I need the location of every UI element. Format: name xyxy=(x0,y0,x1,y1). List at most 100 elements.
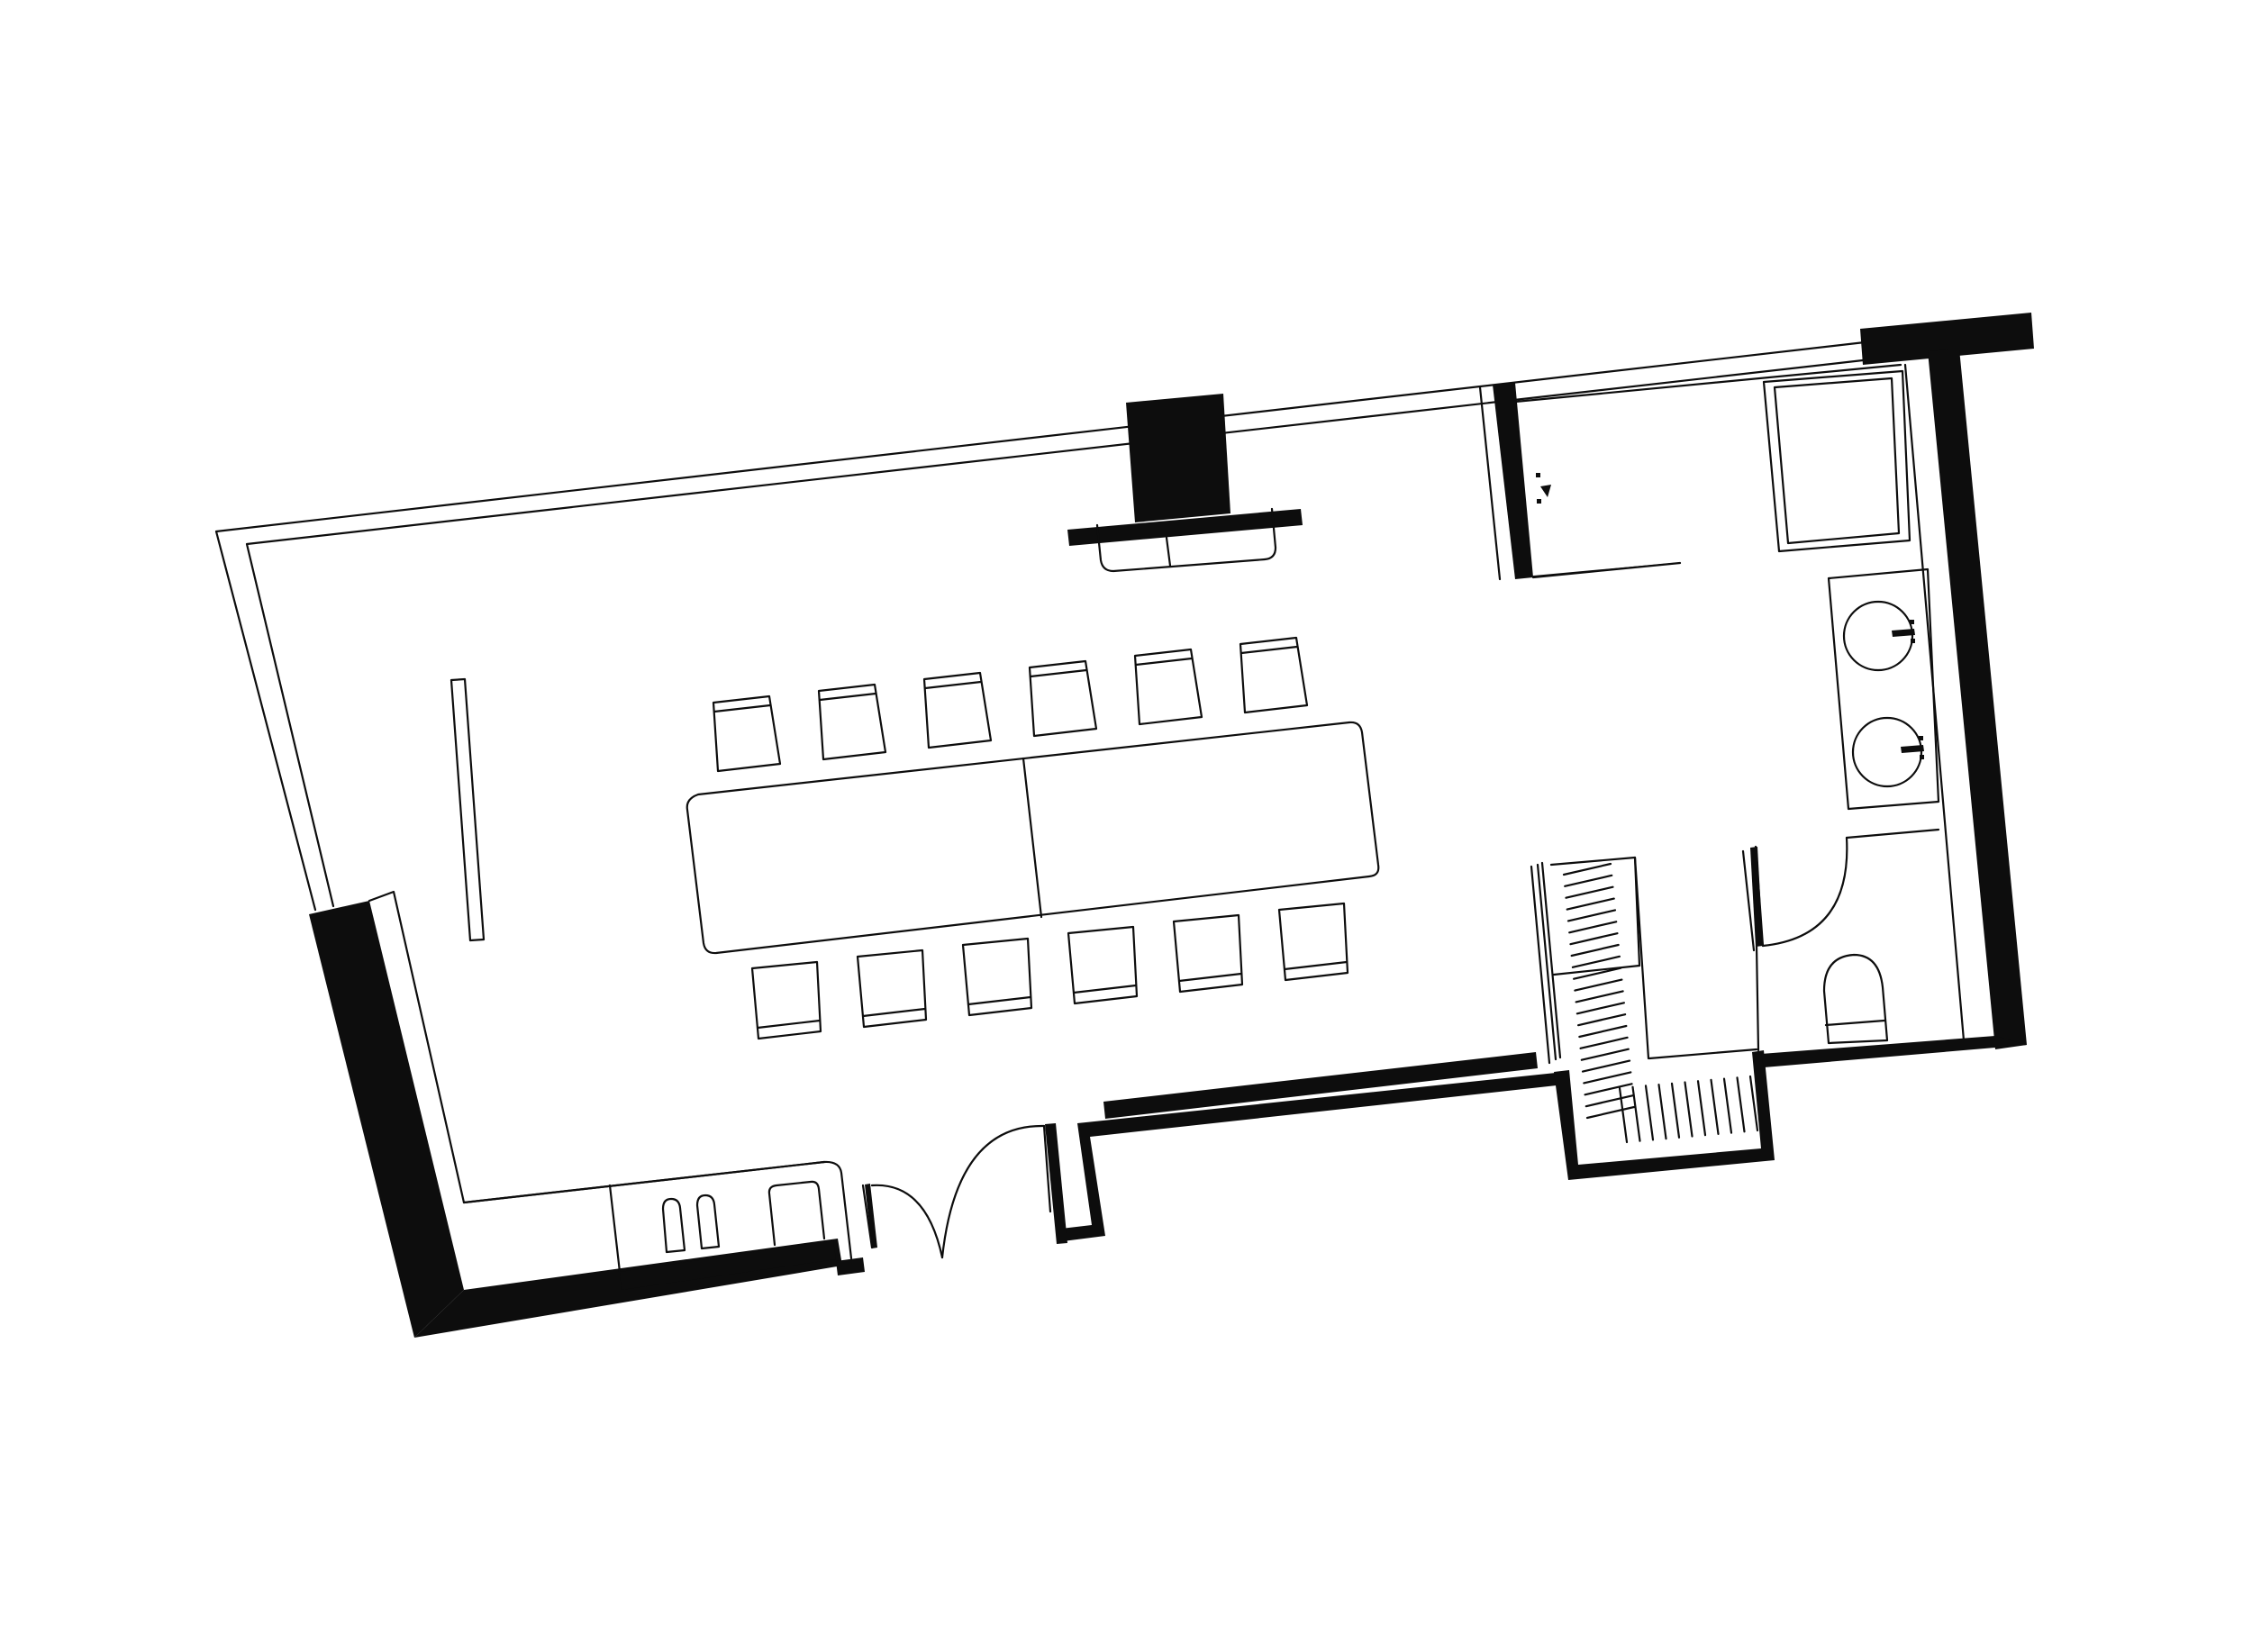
chairs-bottom-row xyxy=(750,902,1349,1040)
hanger xyxy=(1562,862,1612,876)
hanger xyxy=(1722,1077,1733,1134)
hanger xyxy=(1573,967,1622,980)
cup-2 xyxy=(695,1194,721,1250)
entrance-door-leaf-left xyxy=(861,1184,874,1249)
hanger xyxy=(1584,1083,1633,1096)
storage-fixture xyxy=(1536,473,1551,504)
wall-board xyxy=(449,677,486,942)
hanger xyxy=(1566,897,1615,911)
closet-wall xyxy=(1554,1050,1775,1180)
storage-door-indicator xyxy=(1530,562,1681,577)
hanger xyxy=(1564,874,1613,887)
chair-back xyxy=(713,703,772,713)
chair xyxy=(856,949,928,1029)
faucet-2 xyxy=(1901,745,1924,753)
doors xyxy=(861,562,1848,1259)
left-wall xyxy=(309,901,464,1338)
vanity xyxy=(1827,567,1940,811)
sink-1 xyxy=(1842,600,1914,672)
chair-back xyxy=(1134,657,1194,667)
chair-back xyxy=(756,1019,822,1030)
shower-outer xyxy=(1762,369,1911,553)
hanger xyxy=(1748,1075,1759,1132)
table-top xyxy=(686,721,1380,955)
closet-hangers-horizontal xyxy=(1618,1075,1759,1144)
chair xyxy=(1133,648,1203,726)
cup-1 xyxy=(661,1197,686,1254)
chairs-top-row xyxy=(712,636,1309,773)
chair xyxy=(712,694,782,773)
hanger xyxy=(1736,1076,1746,1133)
chair xyxy=(1067,925,1139,1005)
hanger xyxy=(1569,932,1619,946)
chair xyxy=(1239,636,1309,714)
hanger xyxy=(1565,885,1614,899)
hanger xyxy=(1581,1059,1631,1073)
storage-partition xyxy=(1493,383,1533,579)
chair xyxy=(961,937,1033,1017)
sink-2 xyxy=(1851,716,1923,788)
hanger xyxy=(1696,1080,1707,1137)
hanger xyxy=(1585,1105,1636,1120)
table-seam xyxy=(1022,757,1043,919)
chair-back xyxy=(1029,668,1088,678)
right-wall xyxy=(1928,349,2027,1049)
bathroom-door-swing xyxy=(1761,836,1848,948)
hanger xyxy=(1644,1085,1655,1141)
hanger xyxy=(1576,1013,1627,1027)
toilet xyxy=(1822,953,1889,1045)
heavy-walls xyxy=(309,313,2034,1338)
chair-back xyxy=(1072,984,1138,994)
chair xyxy=(1277,902,1349,982)
entrance-door-swing-left xyxy=(870,1184,944,1259)
hanger xyxy=(1578,1024,1628,1039)
closet-hangers-vertical xyxy=(1562,862,1636,1120)
chair-back xyxy=(1177,972,1243,983)
door-jamb xyxy=(1045,1123,1067,1244)
outer-window-frame xyxy=(214,340,1866,912)
chair-back xyxy=(967,995,1032,1006)
hanger xyxy=(1684,1081,1694,1138)
corridor-wall-left xyxy=(1061,1073,1557,1241)
credenza xyxy=(1095,507,1277,573)
bathroom-bottom-wall xyxy=(1761,1036,2027,1067)
middle-bottom-wall xyxy=(1103,1052,1538,1119)
faucet-1 xyxy=(1892,629,1915,637)
hanger xyxy=(1575,1002,1625,1015)
door-stub-2 xyxy=(1750,847,1763,947)
bathroom-door-leaf xyxy=(1754,845,1765,948)
beam xyxy=(1067,509,1303,546)
hanger xyxy=(1568,921,1618,934)
chair-back xyxy=(818,692,877,702)
chair-back xyxy=(923,680,983,690)
top-right-wall xyxy=(1860,313,2034,365)
chair xyxy=(817,683,887,761)
chair xyxy=(1028,659,1098,738)
entrance-door-leaf-right xyxy=(1042,1124,1052,1213)
chair-back xyxy=(861,1007,927,1018)
meeting-table xyxy=(686,721,1380,955)
chair-back xyxy=(1283,960,1348,971)
appliance xyxy=(767,1180,826,1247)
hanger xyxy=(1657,1083,1667,1140)
shower-inner xyxy=(1773,377,1901,545)
chair-back xyxy=(1240,645,1299,655)
hanger xyxy=(1570,943,1620,958)
hanger xyxy=(1618,1086,1629,1144)
hanger xyxy=(1579,1036,1629,1049)
hanger xyxy=(1566,909,1617,922)
hanger xyxy=(1580,1048,1630,1061)
hanger xyxy=(1670,1082,1681,1139)
hanger xyxy=(1631,1085,1641,1142)
chair xyxy=(750,960,822,1040)
chair xyxy=(1172,913,1244,994)
hanger xyxy=(1571,955,1621,968)
bathroom xyxy=(1762,369,1940,1045)
kitchenette xyxy=(462,1160,865,1290)
column xyxy=(1126,394,1230,522)
hanger xyxy=(1710,1078,1720,1136)
hanger xyxy=(1575,990,1624,1003)
door-stub-1 xyxy=(865,1184,877,1248)
hanger xyxy=(1583,1071,1632,1085)
